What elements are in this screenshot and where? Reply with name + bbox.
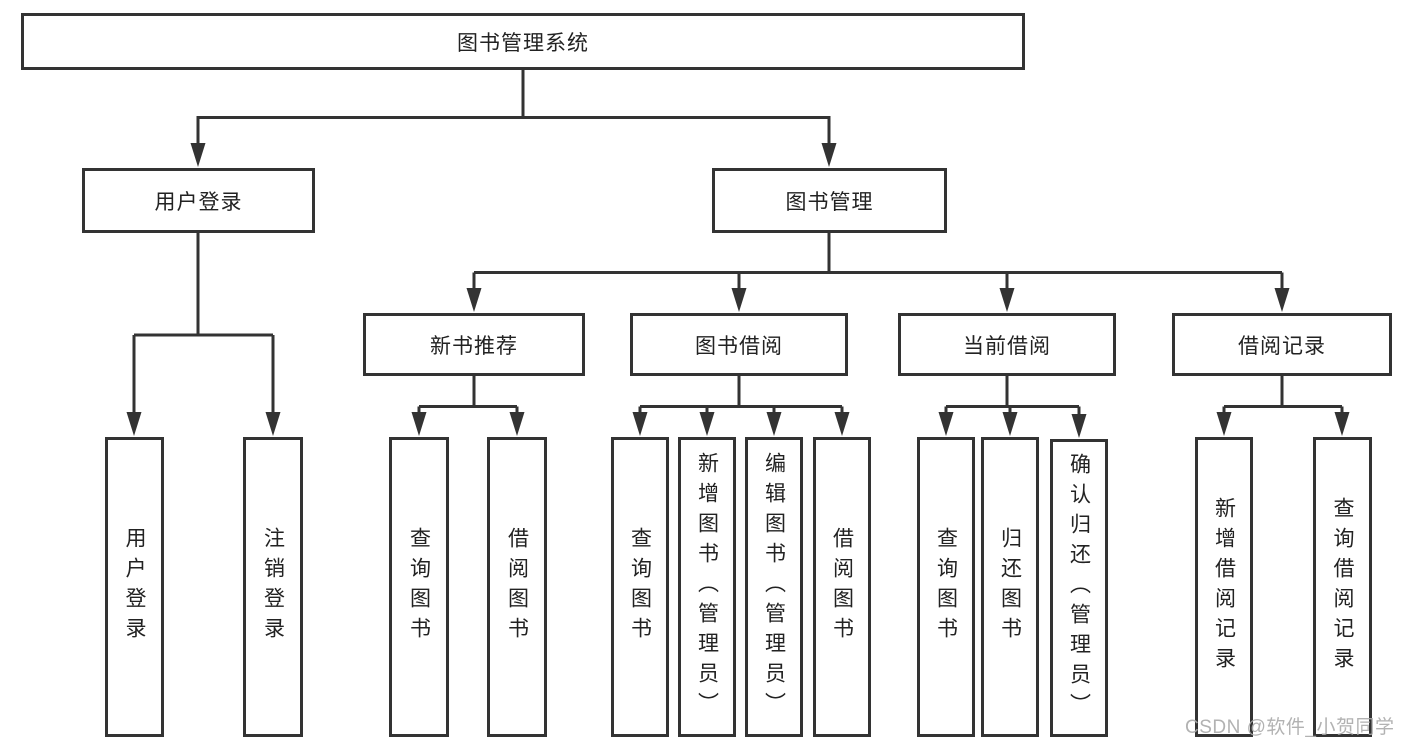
arrowhead-icon	[1216, 412, 1232, 436]
arrowhead-icon	[938, 412, 954, 436]
node-user-login: 用户登录	[82, 168, 315, 233]
node-leaf-bb-borrow-book: 借阅图书	[813, 437, 871, 737]
node-leaf-bb-edit-book: 编辑图书（管理员）	[745, 437, 803, 737]
connector-borrow-record	[1222, 375, 1344, 419]
node-leaf-nb-borrow-book: 借阅图书	[487, 437, 547, 737]
node-book-management: 图书管理	[712, 168, 947, 233]
arrowhead-icon	[1002, 412, 1018, 436]
connector-root	[196, 70, 831, 150]
node-leaf-cb-query-book: 查询图书	[917, 437, 975, 737]
node-library-system: 图书管理系统	[21, 13, 1025, 70]
arrowhead-icon	[466, 288, 482, 312]
node-leaf-bb-query-book: 查询图书	[611, 437, 669, 737]
node-leaf-bb-add-book: 新增图书（管理员）	[678, 437, 736, 737]
arrowhead-icon	[1274, 288, 1290, 312]
arrowhead-icon	[1334, 412, 1350, 436]
arrowhead-icon	[126, 412, 142, 436]
connector-book-borrow	[638, 375, 844, 419]
node-leaf-cb-return-book: 归还图书	[981, 437, 1039, 737]
csdn-watermark: CSDN @软件_小贺同学	[1185, 717, 1395, 738]
arrowhead-icon	[190, 143, 206, 167]
arrowhead-icon	[834, 412, 850, 436]
arrowhead-icon	[411, 412, 427, 436]
arrowhead-icon	[632, 412, 648, 436]
connector-user-login	[132, 233, 275, 419]
arrowhead-icon	[699, 412, 715, 436]
node-leaf-cb-confirm-return: 确认归还（管理员）	[1050, 439, 1108, 737]
node-leaf-logout: 注销登录	[243, 437, 303, 737]
node-new-book-recommend: 新书推荐	[363, 313, 585, 376]
node-book-borrow: 图书借阅	[630, 313, 848, 376]
connector-book-management	[472, 233, 1284, 295]
arrowhead-icon	[821, 143, 837, 167]
node-borrow-record: 借阅记录	[1172, 313, 1392, 376]
node-leaf-br-query-record: 查询借阅记录	[1313, 437, 1372, 737]
arrowhead-icon	[1071, 414, 1087, 438]
arrowhead-icon	[731, 288, 747, 312]
node-leaf-user-login: 用户登录	[105, 437, 164, 737]
arrowhead-icon	[999, 288, 1015, 312]
arrowhead-icon	[509, 412, 525, 436]
arrowhead-icon	[265, 412, 281, 436]
node-leaf-nb-query-book: 查询图书	[389, 437, 449, 737]
node-current-borrow: 当前借阅	[898, 313, 1116, 376]
arrowhead-group	[126, 143, 1350, 438]
node-leaf-br-add-record: 新增借阅记录	[1195, 437, 1253, 737]
connector-new-book	[417, 375, 519, 419]
arrowhead-icon	[766, 412, 782, 436]
